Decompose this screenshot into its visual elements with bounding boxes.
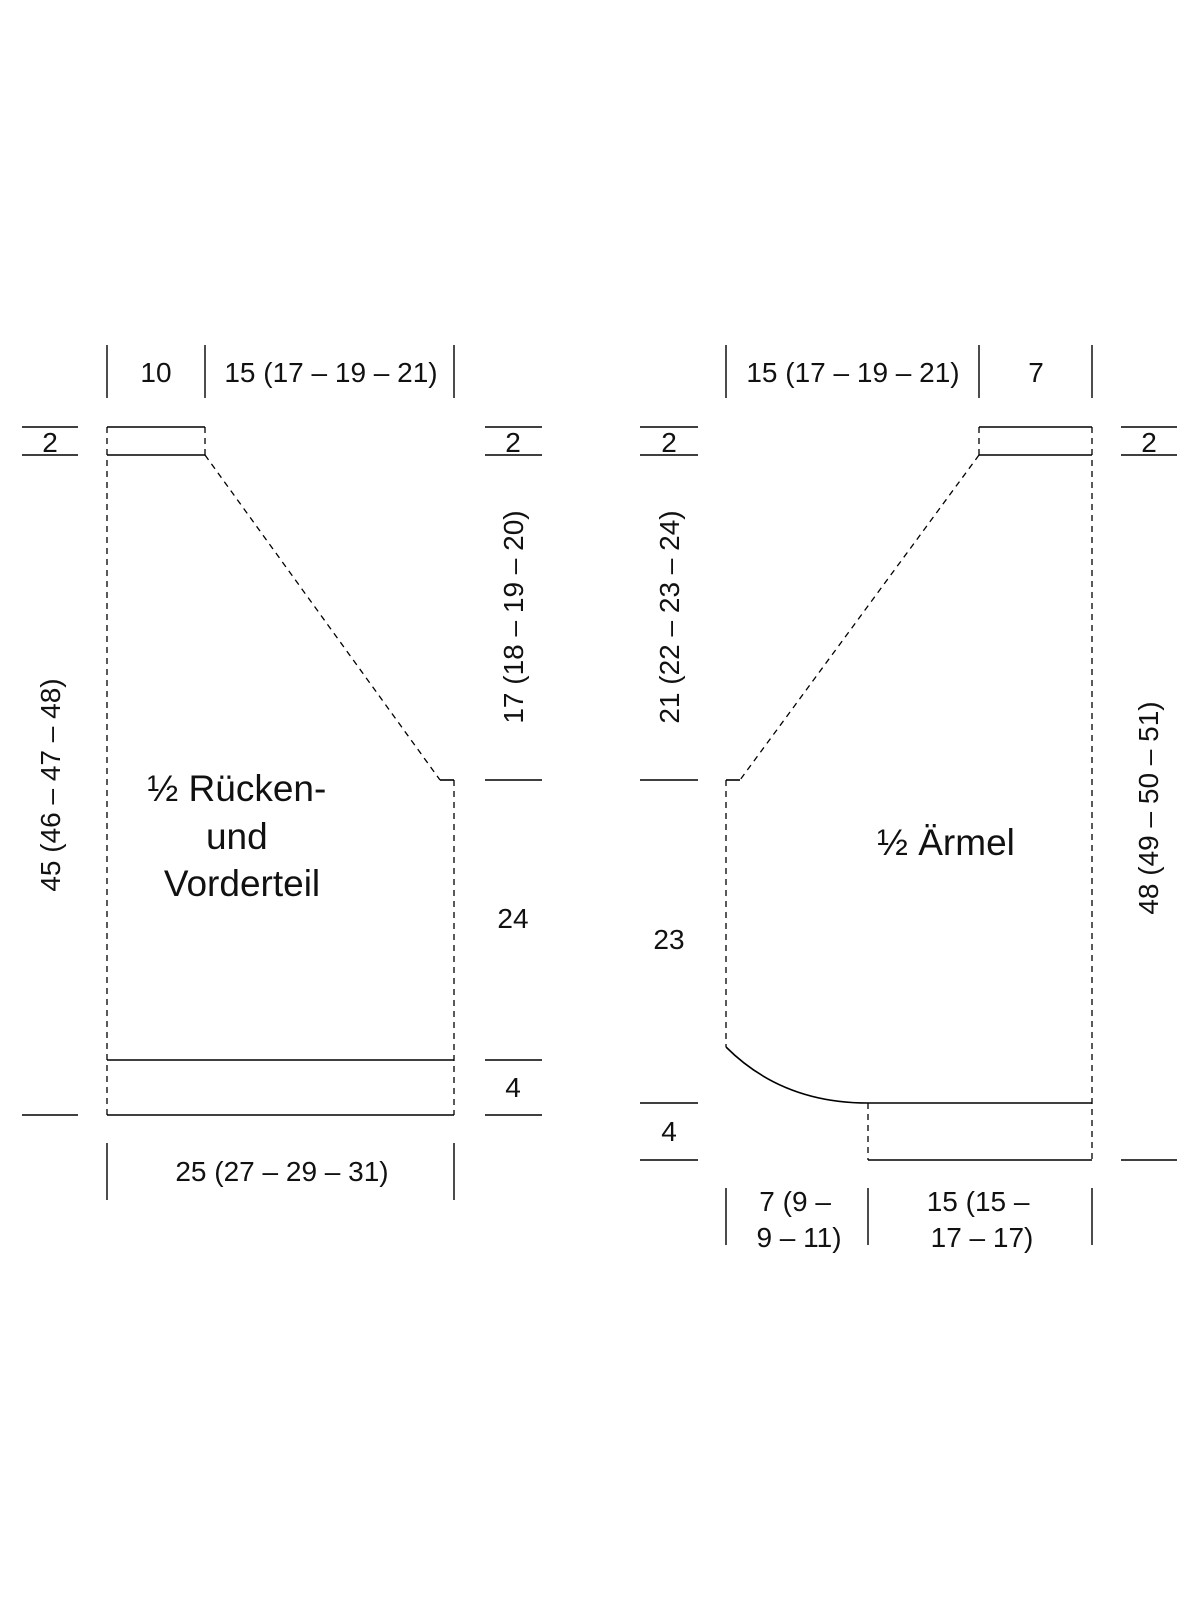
sleeve-neck-width-label: 15 (17 – 19 – 21): [746, 357, 959, 388]
sleeve-top-band-left-label: 2: [661, 427, 677, 458]
body-rib-height-label: 4: [505, 1072, 521, 1103]
sleeve-cuff-height-label: 4: [661, 1116, 677, 1147]
body-piece-title: ½ Rücken- und Vorderteil: [147, 768, 336, 904]
body-top-band-right-label: 2: [505, 427, 521, 458]
body-height-label: 24: [497, 903, 528, 934]
body-piece-outline: [22, 345, 542, 1200]
sleeve-height-label: 23: [653, 924, 684, 955]
sleeve-cuff-width-label: 15 (15 – 17 – 17): [927, 1186, 1038, 1253]
body-raglan-height-label: 17 (18 – 19 – 20): [498, 510, 529, 723]
sleeve-piece-outline: [640, 345, 1177, 1245]
sleeve-piece-title: ½ Ärmel: [877, 822, 1015, 863]
sleeve-total-height-label: 48 (49 – 50 – 51): [1133, 701, 1164, 914]
body-neck-width-label: 15 (17 – 19 – 21): [224, 357, 437, 388]
sleeve-curve-width-label: 7 (9 – 9 – 11): [756, 1186, 841, 1253]
sleeve-top-band-right-label: 2: [1141, 427, 1157, 458]
body-total-height-label: 45 (46 – 47 – 48): [35, 678, 66, 891]
body-top-band-left-label: 2: [42, 427, 58, 458]
body-shoulder-width-label: 10: [140, 357, 171, 388]
sleeve-raglan-height-label: 21 (22 – 23 – 24): [654, 510, 685, 723]
sleeve-top-width-label: 7: [1028, 357, 1044, 388]
body-bottom-width-label: 25 (27 – 29 – 31): [175, 1156, 388, 1187]
